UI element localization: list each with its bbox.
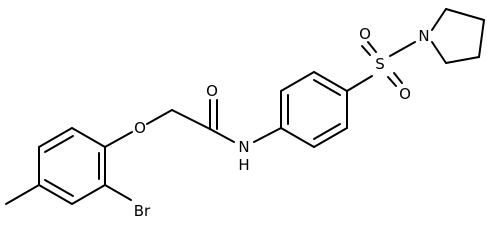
bond-ring1-1 <box>38 127 73 148</box>
atom-sulfur: S <box>375 55 385 73</box>
bond-o-ch2 <box>146 109 173 125</box>
atom-oxygen-sulfonyl-bottom: O <box>399 85 411 103</box>
atom-oxygen-ether: O <box>134 119 146 137</box>
atom-nitrogen-pyrrolidine: N <box>418 27 429 45</box>
bond-ring2-double-b <box>313 79 341 96</box>
bond-pyr-1 <box>431 41 447 64</box>
bond-c-br <box>104 184 132 201</box>
bond-aryl-s <box>346 75 373 92</box>
atom-labels: O O N H S O O N Br <box>134 25 430 220</box>
bond-ring2-3 <box>313 71 348 92</box>
bond-carbonyl-n <box>209 128 235 143</box>
atom-bromine: Br <box>134 202 151 220</box>
bond-ring2-5 <box>313 127 348 148</box>
bond-ring1-6 <box>71 127 106 148</box>
bond-ch2-carbonyl <box>171 109 211 130</box>
bond-ring2-double-c <box>313 123 341 140</box>
atom-hydrogen-amide: H <box>238 156 249 174</box>
bond-ring2-6 <box>280 127 315 148</box>
bond-s-o-bottom-1 <box>387 76 397 87</box>
bond-ring1-3 <box>38 184 73 205</box>
atom-oxygen-carbonyl: O <box>206 82 218 100</box>
atom-nitrogen-amide: N <box>238 138 249 156</box>
bond-s-o-top-2 <box>367 41 377 53</box>
bond-s-o-top-1 <box>361 45 371 56</box>
chemical-structure-diagram: O O N H S O O N Br <box>5 8 485 220</box>
bond-s-n <box>389 41 416 57</box>
bond-pyr-5 <box>431 8 447 31</box>
bond-ring1-double-a <box>44 135 74 153</box>
bonds <box>5 8 485 205</box>
bond-methyl <box>5 184 40 205</box>
bond-pyr-3 <box>478 19 485 58</box>
bond-ring1-double-b <box>44 179 74 197</box>
atom-oxygen-sulfonyl-top: O <box>359 25 371 43</box>
bond-ring1-4 <box>71 184 106 205</box>
bond-pyr-2 <box>445 56 480 64</box>
bond-n-aryl <box>253 127 282 143</box>
bond-s-o-bottom-2 <box>393 72 403 84</box>
bond-pyr-4 <box>445 8 485 21</box>
bond-c-o-ether <box>104 131 133 148</box>
bond-ring2-2 <box>280 71 315 92</box>
